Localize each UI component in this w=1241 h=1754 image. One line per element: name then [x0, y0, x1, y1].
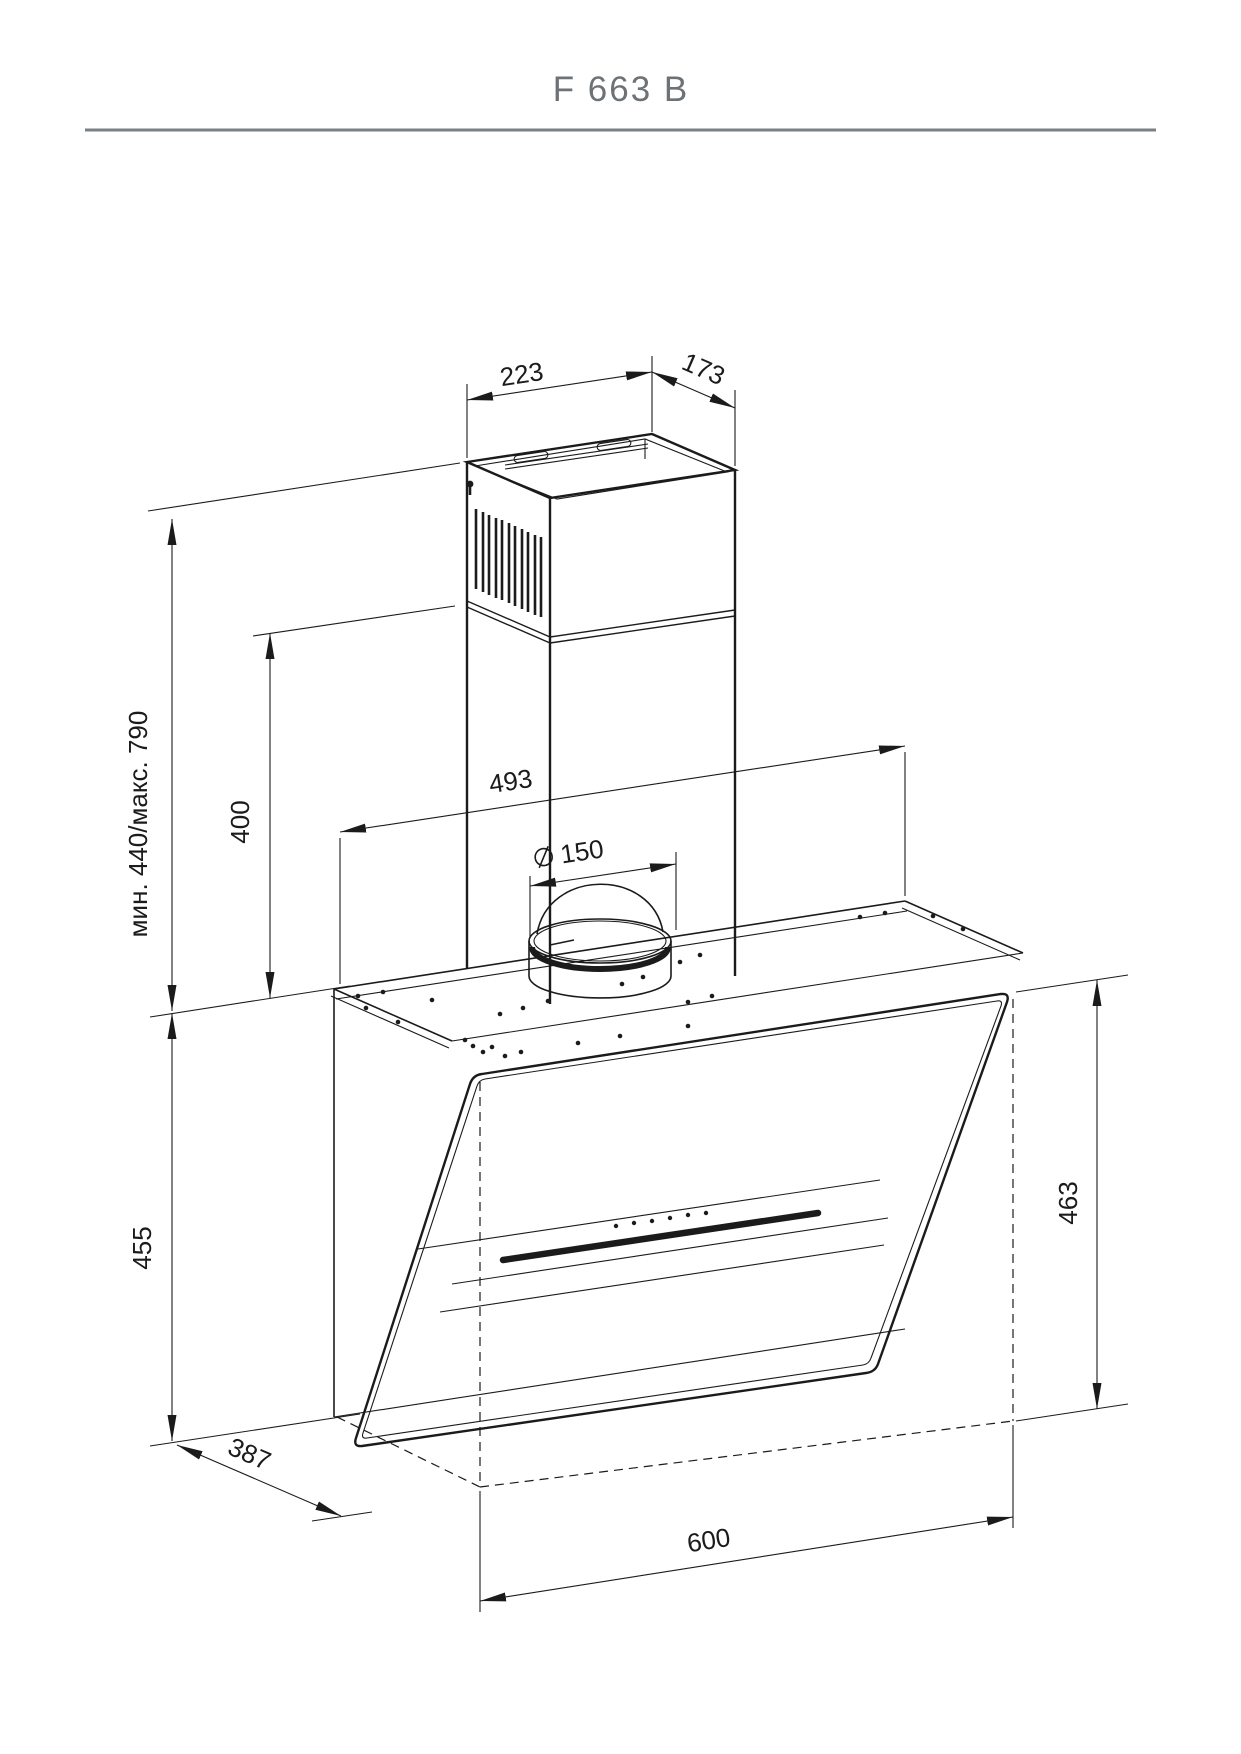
- handle-recess: [417, 1179, 889, 1313]
- dim-body-depth: 387: [176, 1431, 373, 1522]
- dim-front-panel-height: 463: [1015, 974, 1129, 1422]
- dim-chimney-height-range: мин. 440/макс. 790: [123, 462, 461, 1011]
- mounting-bracket-slots: [513, 438, 632, 464]
- dim-body-height: 455: [127, 1013, 361, 1447]
- dim-duct-top-depth: 173: [651, 346, 736, 466]
- dim-body-width: 600: [479, 1425, 1014, 1612]
- dim-label-front-panel-height: 463: [1053, 1181, 1083, 1224]
- dim-label-rear-mounting-width: 493: [487, 763, 534, 799]
- page-title: F 663 B: [553, 70, 690, 109]
- dim-outlet-diameter: 150: [529, 833, 677, 938]
- dim-label-chimney-height-range: мин. 440/макс. 790: [123, 711, 153, 938]
- dim-rear-mounting-width: 493: [339, 745, 906, 984]
- dim-label-duct-top-width: 223: [498, 356, 545, 392]
- dim-label-outlet-diameter: 150: [558, 833, 605, 869]
- dim-chimney-lower-section: 400: [149, 605, 456, 1018]
- dim-label-body-width: 600: [685, 1522, 733, 1558]
- wall-line: [333, 989, 906, 1418]
- dim-duct-top-width: 223: [466, 356, 653, 458]
- screw-holes: [355, 910, 966, 1059]
- control-buttons: [613, 1210, 709, 1229]
- dim-label-body-depth: 387: [224, 1431, 276, 1476]
- floor-projection-dashed: [336, 999, 1014, 1488]
- keyhole-screw: [466, 480, 474, 495]
- dim-label-duct-top-depth: 173: [678, 346, 730, 391]
- diameter-symbol-icon: 150: [534, 833, 606, 869]
- dim-label-body-height: 455: [127, 1226, 157, 1269]
- top-plate: [330, 900, 1024, 1059]
- dim-label-chimney-lower-section: 400: [225, 800, 255, 843]
- glass-front-panel: [354, 992, 1009, 1448]
- chimney-lower-section-joint: [466, 600, 736, 644]
- vent-grille: [474, 509, 543, 617]
